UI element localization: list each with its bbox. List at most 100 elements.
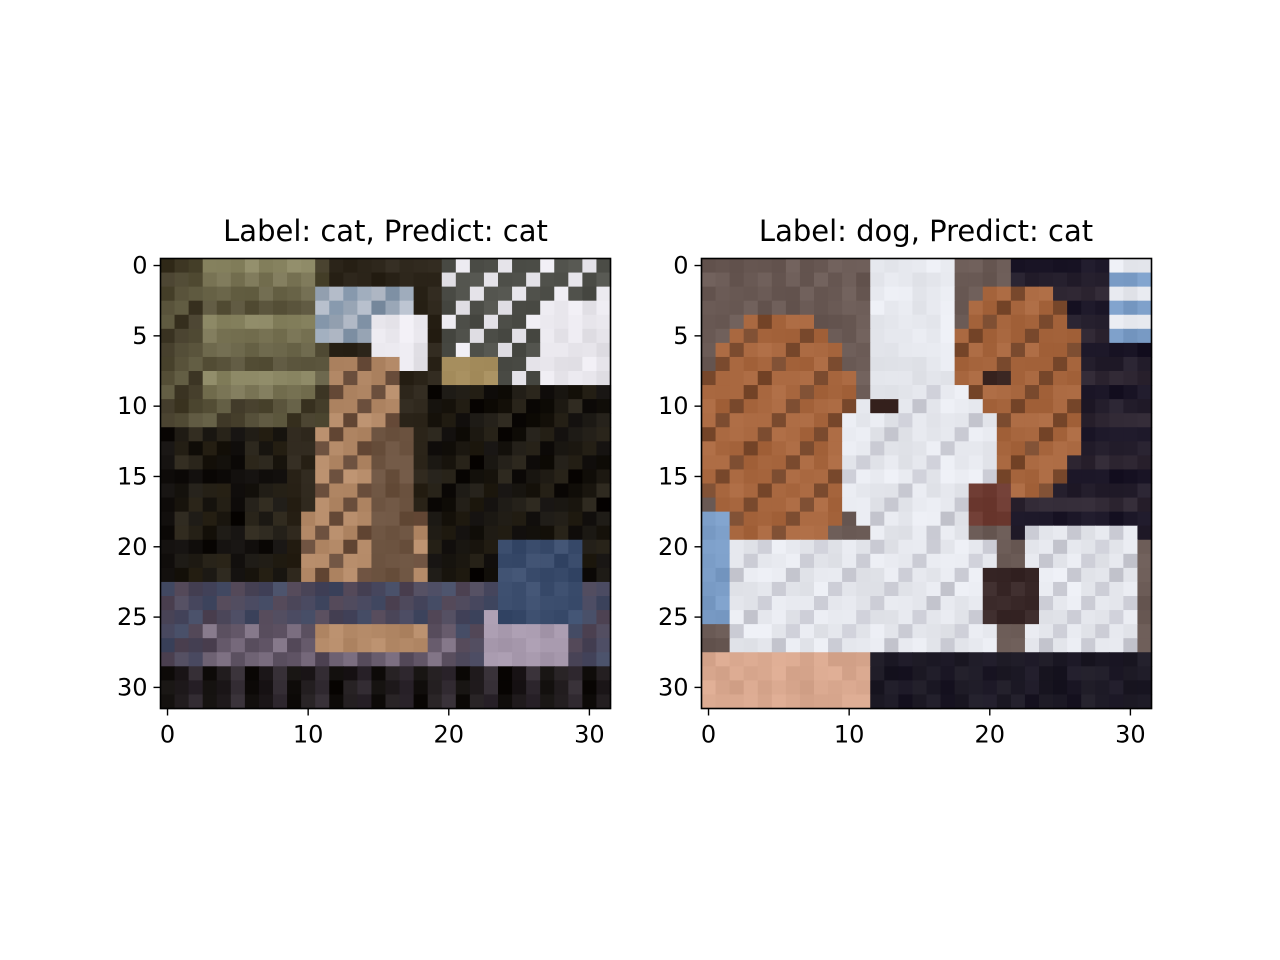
image-pixel bbox=[413, 581, 429, 597]
image-pixel bbox=[441, 455, 457, 471]
image-pixel bbox=[1109, 497, 1124, 513]
image-pixel bbox=[160, 328, 176, 344]
image-pixel bbox=[202, 300, 218, 316]
image-pixel bbox=[357, 511, 373, 527]
image-pixel bbox=[814, 596, 829, 611]
image-pixel bbox=[982, 680, 998, 696]
image-pixel bbox=[926, 525, 942, 541]
image-pixel bbox=[540, 286, 555, 302]
image-pixel bbox=[287, 455, 302, 471]
image-pixel bbox=[371, 596, 387, 611]
image-pixel bbox=[743, 511, 759, 527]
image-pixel bbox=[329, 624, 344, 639]
image-pixel bbox=[1024, 342, 1040, 358]
image-pixel bbox=[771, 581, 787, 597]
image-pixel bbox=[912, 469, 928, 485]
image-pixel bbox=[371, 258, 387, 274]
image-pixel bbox=[1039, 511, 1054, 527]
image-pixel bbox=[1039, 455, 1054, 471]
image-pixel bbox=[1095, 314, 1110, 330]
image-pixel bbox=[498, 258, 513, 274]
image-pixel bbox=[814, 258, 829, 274]
image-pixel bbox=[898, 539, 914, 555]
image-pixel bbox=[202, 553, 218, 569]
image-pixel bbox=[968, 624, 984, 639]
image-pixel bbox=[568, 469, 583, 485]
image-pixel bbox=[244, 272, 260, 288]
image-pixel bbox=[982, 356, 998, 372]
image-pixel bbox=[188, 455, 204, 471]
image-pixel bbox=[771, 483, 787, 499]
image-pixel bbox=[1039, 553, 1054, 569]
image-pixel bbox=[842, 272, 857, 288]
image-pixel bbox=[842, 342, 857, 358]
image-pixel bbox=[244, 567, 260, 583]
image-pixel bbox=[982, 455, 998, 471]
image-pixel bbox=[856, 483, 871, 499]
image-pixel bbox=[427, 666, 443, 681]
image-pixel bbox=[954, 638, 970, 653]
image-pixel bbox=[715, 511, 731, 527]
image-pixel bbox=[912, 596, 928, 611]
image-pixel bbox=[244, 455, 260, 471]
image-pixel bbox=[455, 385, 471, 400]
image-pixel bbox=[785, 427, 801, 442]
image-pixel bbox=[1039, 371, 1054, 386]
image-pixel bbox=[856, 258, 871, 274]
image-pixel bbox=[385, 596, 401, 611]
image-pixel bbox=[1109, 596, 1124, 611]
image-pixel bbox=[568, 427, 583, 442]
x-tick-label: 10 bbox=[293, 721, 324, 749]
image-pixel bbox=[1067, 413, 1082, 428]
image-pixel bbox=[729, 314, 745, 330]
image-pixel bbox=[301, 258, 316, 274]
image-pixel bbox=[884, 652, 899, 667]
image-pixel bbox=[357, 680, 373, 696]
image-pixel bbox=[244, 314, 260, 330]
image-pixel bbox=[357, 413, 373, 428]
image-pixel bbox=[301, 356, 316, 372]
image-pixel bbox=[1109, 314, 1124, 330]
image-pixel bbox=[273, 581, 288, 597]
image-pixel bbox=[898, 567, 914, 583]
image-pixel bbox=[174, 328, 190, 344]
image-pixel bbox=[1024, 455, 1040, 471]
image-pixel bbox=[1053, 525, 1068, 541]
image-pixel bbox=[526, 680, 541, 696]
image-pixel bbox=[287, 413, 302, 428]
image-pixel bbox=[771, 455, 787, 471]
image-pixel bbox=[870, 371, 885, 386]
image-pixel bbox=[814, 694, 829, 710]
image-pixel bbox=[757, 539, 773, 555]
image-pixel bbox=[1053, 469, 1068, 485]
image-pixel bbox=[526, 272, 541, 288]
image-pixel bbox=[828, 385, 843, 400]
image-pixel bbox=[174, 300, 190, 316]
image-pixel bbox=[512, 300, 527, 316]
image-pixel bbox=[273, 624, 288, 639]
image-pixel bbox=[273, 356, 288, 372]
image-pixel bbox=[568, 624, 583, 639]
image-pixel bbox=[498, 328, 513, 344]
image-pixel bbox=[498, 469, 513, 485]
image-pixel bbox=[856, 652, 871, 667]
image-pixel bbox=[216, 694, 232, 710]
image-pixel bbox=[469, 399, 485, 414]
image-pixel bbox=[244, 441, 260, 456]
image-pixel bbox=[1095, 539, 1110, 555]
image-pixel bbox=[582, 497, 598, 513]
image-pixel bbox=[216, 272, 232, 288]
image-pixel bbox=[842, 356, 857, 372]
image-pixel bbox=[455, 652, 471, 667]
image-pixel bbox=[799, 539, 815, 555]
image-pixel bbox=[512, 694, 527, 710]
image-pixel bbox=[940, 441, 956, 456]
image-pixel bbox=[371, 328, 387, 344]
image-pixel bbox=[540, 455, 555, 471]
image-pixel bbox=[202, 694, 218, 710]
image-pixel bbox=[715, 272, 731, 288]
image-pixel bbox=[743, 427, 759, 442]
image-pixel bbox=[1053, 539, 1068, 555]
image-pixel bbox=[757, 525, 773, 541]
image-pixel bbox=[814, 469, 829, 485]
